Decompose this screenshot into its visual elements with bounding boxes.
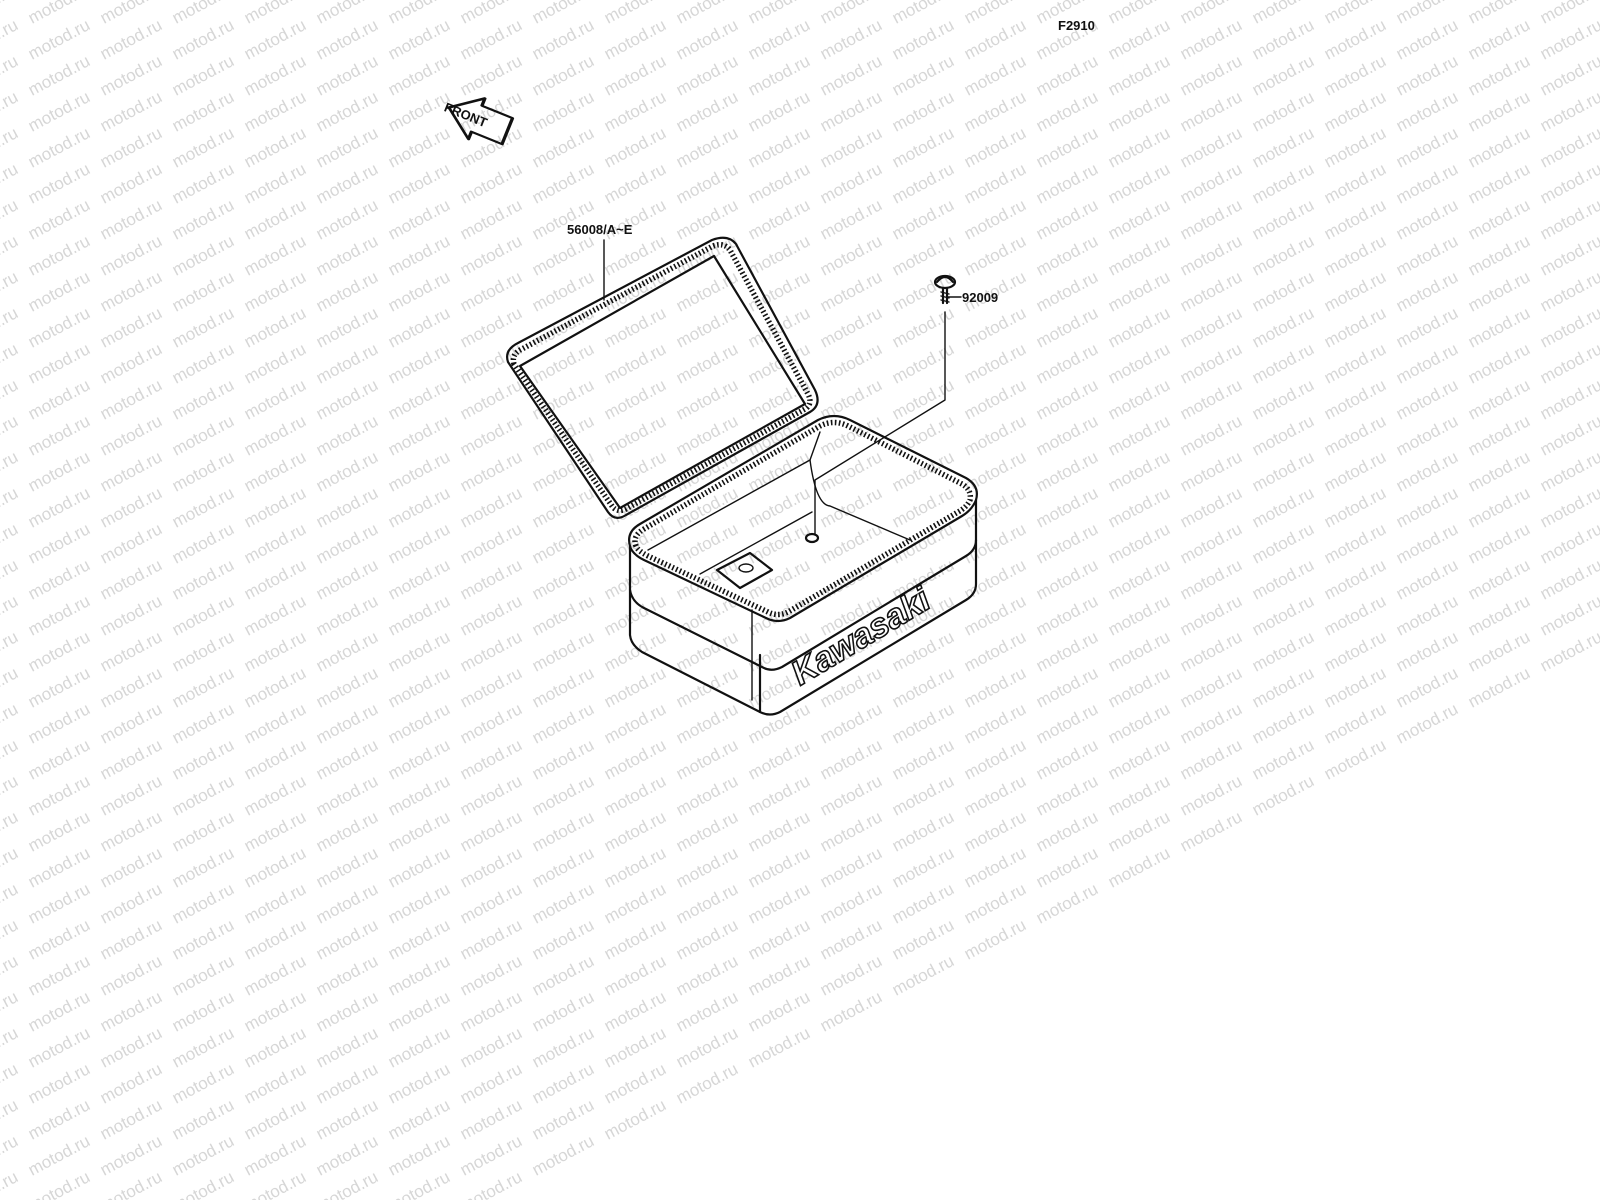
bag-inner-floor-edge <box>809 459 911 541</box>
bag-floor-patch <box>715 551 774 590</box>
bag-body <box>628 498 978 716</box>
part-number-screw: 92009 <box>962 290 998 305</box>
bag-lid <box>506 236 819 519</box>
watermark-text: motod.ru <box>0 1167 21 1200</box>
callout-bag: 56008/A~E <box>567 222 633 301</box>
figure-code: F2910 <box>1058 18 1095 33</box>
part-number-bag: 56008/A~E <box>567 222 633 237</box>
bag-opening-rim <box>628 414 978 623</box>
opening-zipper <box>632 419 974 618</box>
bag-lid-inner-panel <box>518 254 807 510</box>
bag-inner-floor-line <box>699 511 813 575</box>
tool-bag-56008 <box>506 236 978 716</box>
bag-body-seam <box>628 538 978 671</box>
screw-92009 <box>933 274 957 305</box>
screw-hole <box>804 532 820 544</box>
